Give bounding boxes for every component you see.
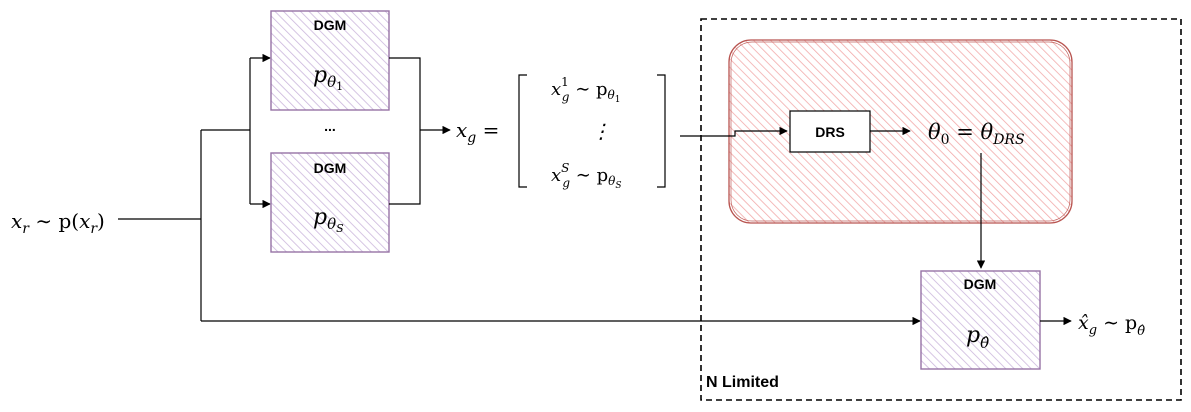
dgm-ellipsis: ...: [324, 118, 336, 134]
dgm-bottom-label: DGM: [314, 160, 347, 176]
drs-region-outline: [730, 41, 1071, 222]
xg-label: xg =: [456, 118, 499, 146]
drs-box: [789, 110, 871, 153]
dgm-final-box: [920, 270, 1041, 370]
matrix-left-bracket: [518, 74, 527, 188]
n-limited-label: N Limited: [706, 374, 779, 391]
dgm-top-dist: pθ1: [313, 63, 343, 93]
dgm-bottom-dist: pθS: [313, 205, 344, 235]
matrix-right-bracket: [657, 74, 666, 188]
input-distribution: xr ∼ p(xr): [11, 209, 105, 237]
drs-label: DRS: [815, 124, 845, 140]
matrix-vdots: ⋮: [591, 119, 611, 143]
arrow-to-drs: [680, 126, 788, 137]
dgm-final-label: DGM: [964, 276, 997, 292]
dgm-final-dist: pθ̂: [966, 323, 989, 352]
dgm-bottom-box: [270, 152, 390, 253]
theta-equation: θ0 = θDRS: [928, 120, 1025, 148]
dgm-top-label: DGM: [314, 17, 347, 33]
dgm-top-box: [270, 10, 390, 111]
dgm-top-out: [389, 57, 421, 205]
output-distribution: x̂g ∼ pθ̂: [1078, 312, 1145, 339]
n-limited-region: [700, 18, 1182, 401]
